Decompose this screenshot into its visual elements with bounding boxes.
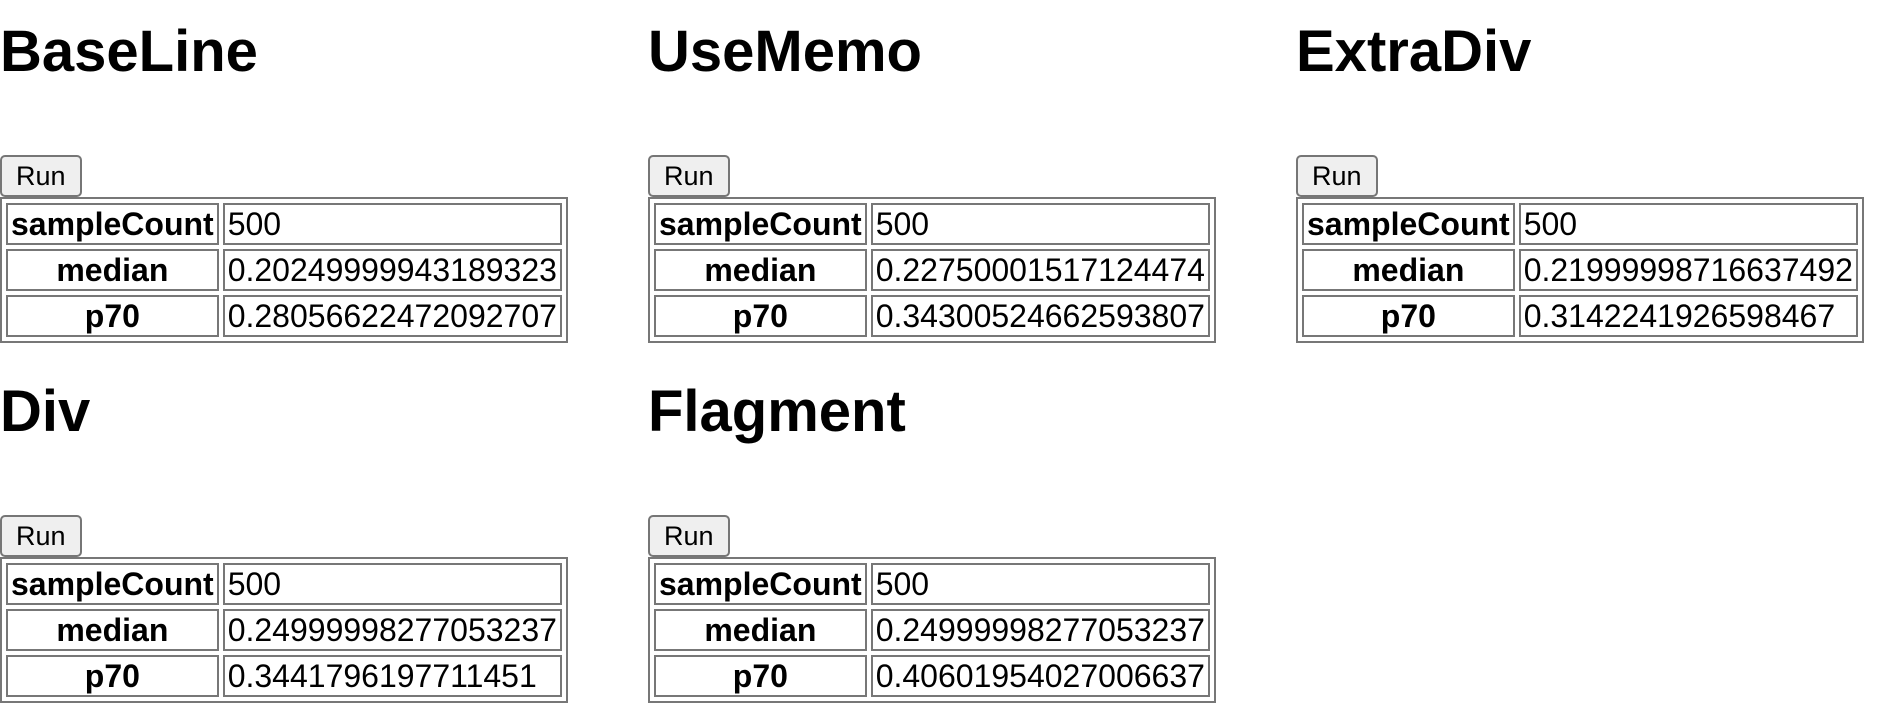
table-row: sampleCount 500 bbox=[6, 563, 562, 605]
table-row: median 0.24999998277053237 bbox=[654, 609, 1210, 651]
row-label: median bbox=[6, 609, 219, 651]
row-label: median bbox=[654, 249, 867, 291]
stats-table: sampleCount 500 median 0.249999982770532… bbox=[0, 557, 568, 703]
table-row: p70 0.3441796197711451 bbox=[6, 655, 562, 697]
table-row: sampleCount 500 bbox=[1302, 203, 1858, 245]
benchmark-panel-flagment: Flagment Run sampleCount 500 median 0.24… bbox=[648, 379, 1288, 703]
run-button[interactable]: Run bbox=[0, 515, 82, 557]
row-value: 0.24999998277053237 bbox=[222, 609, 562, 651]
row-value: 500 bbox=[222, 203, 562, 245]
table-row: p70 0.3142241926598467 bbox=[1302, 295, 1858, 337]
row-label: p70 bbox=[6, 655, 219, 697]
run-button[interactable]: Run bbox=[648, 155, 730, 197]
benchmark-panel-usememo: UseMemo Run sampleCount 500 median 0.227… bbox=[648, 19, 1288, 343]
row-value: 0.28056622472092707 bbox=[222, 295, 562, 337]
row-value: 0.20249999943189323 bbox=[222, 249, 562, 291]
table-row: sampleCount 500 bbox=[654, 203, 1210, 245]
run-button[interactable]: Run bbox=[1296, 155, 1378, 197]
row-value: 0.40601954027006637 bbox=[870, 655, 1210, 697]
row-label: p70 bbox=[654, 655, 867, 697]
table-row: p70 0.34300524662593807 bbox=[654, 295, 1210, 337]
row-label: p70 bbox=[6, 295, 219, 337]
row-label: median bbox=[654, 609, 867, 651]
row-label: p70 bbox=[654, 295, 867, 337]
row-label: sampleCount bbox=[6, 203, 219, 245]
row-value: 0.24999998277053237 bbox=[870, 609, 1210, 651]
row-value: 500 bbox=[870, 563, 1210, 605]
panel-title: BaseLine bbox=[0, 19, 258, 84]
row-value: 500 bbox=[1518, 203, 1858, 245]
panel-title: ExtraDiv bbox=[1296, 19, 1532, 84]
stats-table: sampleCount 500 median 0.227500015171244… bbox=[648, 197, 1216, 343]
row-label: sampleCount bbox=[654, 203, 867, 245]
table-row: median 0.20249999943189323 bbox=[6, 249, 562, 291]
table-row: median 0.22750001517124474 bbox=[654, 249, 1210, 291]
run-button[interactable]: Run bbox=[648, 515, 730, 557]
benchmark-panel-baseline: BaseLine Run sampleCount 500 median 0.20… bbox=[0, 19, 640, 343]
stats-table: sampleCount 500 median 0.202499999431893… bbox=[0, 197, 568, 343]
row-label: median bbox=[1302, 249, 1515, 291]
row-value: 0.34300524662593807 bbox=[870, 295, 1210, 337]
panel-title: Div bbox=[0, 379, 91, 444]
row-label: median bbox=[6, 249, 219, 291]
stats-table: sampleCount 500 median 0.249999982770532… bbox=[648, 557, 1216, 703]
table-row: sampleCount 500 bbox=[6, 203, 562, 245]
panel-title: Flagment bbox=[648, 379, 906, 444]
table-row: p70 0.40601954027006637 bbox=[654, 655, 1210, 697]
table-row: median 0.24999998277053237 bbox=[6, 609, 562, 651]
row-label: sampleCount bbox=[1302, 203, 1515, 245]
table-row: p70 0.28056622472092707 bbox=[6, 295, 562, 337]
row-label: p70 bbox=[1302, 295, 1515, 337]
stats-table: sampleCount 500 median 0.219999987166374… bbox=[1296, 197, 1864, 343]
row-value: 0.22750001517124474 bbox=[870, 249, 1210, 291]
row-label: sampleCount bbox=[6, 563, 219, 605]
row-label: sampleCount bbox=[654, 563, 867, 605]
table-row: sampleCount 500 bbox=[654, 563, 1210, 605]
table-row: median 0.21999998716637492 bbox=[1302, 249, 1858, 291]
benchmark-panel-extradiv: ExtraDiv Run sampleCount 500 median 0.21… bbox=[1296, 19, 1894, 343]
row-value: 0.21999998716637492 bbox=[1518, 249, 1858, 291]
row-value: 500 bbox=[222, 563, 562, 605]
row-value: 0.3441796197711451 bbox=[222, 655, 562, 697]
benchmark-panel-div: Div Run sampleCount 500 median 0.2499999… bbox=[0, 379, 640, 703]
row-value: 0.3142241926598467 bbox=[1518, 295, 1858, 337]
run-button[interactable]: Run bbox=[0, 155, 82, 197]
row-value: 500 bbox=[870, 203, 1210, 245]
panel-title: UseMemo bbox=[648, 19, 922, 84]
